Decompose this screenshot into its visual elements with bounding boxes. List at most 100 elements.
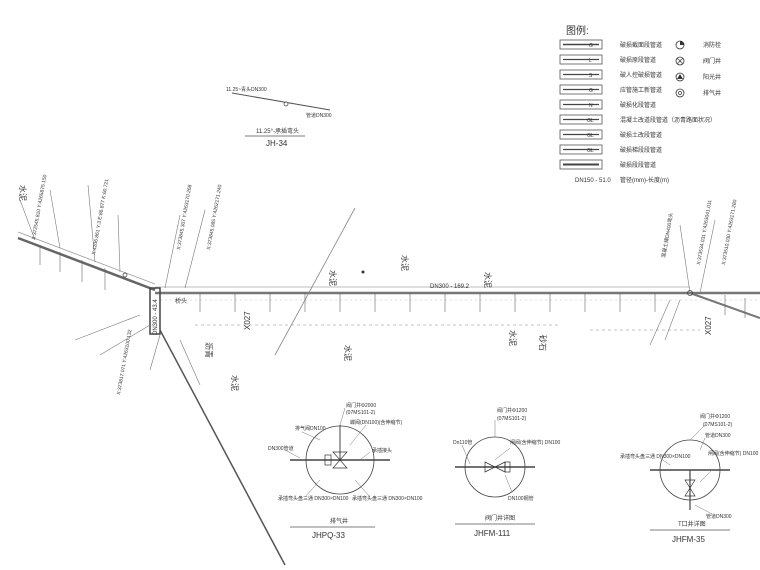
svg-text:闸阀(含伸缩节) DN100: 闸阀(含伸缩节) DN100 <box>708 450 759 457</box>
legend-item: G 应管施工新管道 <box>559 84 662 95</box>
anno-right: 混凝土铺DN400弯头 <box>660 212 675 258</box>
jh34-mid-label: 11.25°-承插弯头 <box>256 127 299 135</box>
hydrant-icon <box>675 40 685 50</box>
coord-label-mid2: X:373845.085 Y:4262171.240 <box>206 184 223 250</box>
legend-item-label: 破损梯段段管道 <box>620 146 662 154</box>
surface-label: 水泥 <box>18 185 28 201</box>
svg-text:L: L <box>589 58 592 64</box>
gate-valve-icon <box>684 479 696 497</box>
svg-text:阀门井Φ2000: 阀门井Φ2000 <box>346 402 376 409</box>
detail-caption: 排气井 <box>330 517 348 525</box>
legend-item: 破损段段管道 <box>559 159 656 170</box>
symbol-label: 排气井 <box>703 89 721 97</box>
jh34-title: JH-34 <box>266 139 288 148</box>
legend-item: S 破人控破损管道 <box>559 69 662 80</box>
detail-title: JHFM-111 <box>474 529 511 538</box>
surface-label: 水泥 <box>483 272 493 288</box>
surface-label: 水泥 <box>230 375 240 391</box>
legend-item-label: 破损原段管道 <box>620 56 656 64</box>
legend-item-label: 应管施工新管道 <box>620 86 662 94</box>
detail-caption: T口井详图 <box>678 520 706 528</box>
svg-text:阀门井Φ1200: 阀门井Φ1200 <box>497 407 527 414</box>
legend-note: DN150 - 51.0 <box>575 178 611 184</box>
valve-icon <box>675 56 685 66</box>
detail-title: JHPQ-33 <box>312 531 345 540</box>
legend-item: GL 破损土改段管道 <box>559 129 662 140</box>
detail-jhfm111: 阀门井Φ1200 (07MS101-2) 闸阀(含伸缩节) DN100 Dn11… <box>453 407 561 538</box>
svg-text:G: G <box>589 43 593 49</box>
coord-label-bottom: X:373817.071 Y:4263100.132 <box>116 329 133 395</box>
coord-label-left: X:4206.861 Y:3 E:86.877 K:60.721 <box>91 178 110 255</box>
svg-text:管道DN300: 管道DN300 <box>705 432 731 439</box>
coord-label-right: X:373534.031 Y:4263041.011 <box>696 199 713 265</box>
vertical-pipe-label: DN300 - 43.4 <box>153 299 159 335</box>
detail-jhpq33: 阀门井Φ2000 (07MS101-2) 排气阀DN100 蝶阀(DN100)(… <box>268 402 423 540</box>
svg-text:GL: GL <box>587 133 594 139</box>
symbol-label: 阳光井 <box>703 73 721 81</box>
svg-text:承插接头: 承插接头 <box>372 447 392 454</box>
main-pipe-label: DN300 - 169.2 <box>430 284 470 290</box>
jh34-right-label: 管道DN300 <box>306 112 332 119</box>
surface-label: 水泥 <box>343 345 353 361</box>
svg-text:GL: GL <box>587 148 594 154</box>
detail-jh34: 11.25~青头DN300 管道DN300 11.25°-承插弯头 JH-34 <box>226 86 332 148</box>
surface-label: 砂石 <box>538 335 548 351</box>
svg-text:闸阀(含伸缩节) DN100: 闸阀(含伸缩节) DN100 <box>510 439 561 446</box>
svg-text:GL: GL <box>587 118 594 124</box>
svg-text:承插弯头盘三通 DN300×DN100: 承插弯头盘三通 DN300×DN100 <box>278 495 349 502</box>
legend-title: 图例: <box>566 24 589 37</box>
legend-symbols: 消防栓 阀门井 阳光井 排气井 <box>675 40 721 98</box>
legend-item-label: 破损段段管道 <box>620 161 656 169</box>
legend-item-label: 破损化段管道 <box>620 101 656 109</box>
coord-label-mid: X:373845.307 Y:4263170.268 <box>176 184 193 250</box>
svg-text:S: S <box>589 73 593 79</box>
legend-item-label: 破人控破损管道 <box>620 71 662 79</box>
svg-text:(07MS101-2): (07MS101-2) <box>346 410 376 416</box>
legend-item: G 破损截面段管道 <box>559 39 662 50</box>
legend-item-label: 破损截面段管道 <box>620 41 662 49</box>
svg-text:Dn110管: Dn110管 <box>453 439 472 446</box>
svg-text:DN300管道: DN300管道 <box>268 445 294 452</box>
svg-text:(07MS101-2): (07MS101-2) <box>497 416 527 422</box>
legend-line-items: G 破损截面段管道 L 破损原段管道 S 破人控破损管道 G 应管施工新管道 <box>559 39 716 170</box>
symbol-label: 阀门井 <box>703 57 721 65</box>
flange-icon <box>324 454 332 466</box>
jh34-top-label: 11.25~青头DN300 <box>226 86 267 93</box>
road-name-right: X027 <box>704 316 713 335</box>
svg-text:N: N <box>589 103 593 109</box>
legend-item: GL 混凝土改道段管道（沥青路面状况） <box>559 114 716 125</box>
bridge-label: 桥头 <box>175 297 187 305</box>
legend-item-label: 破损土改段管道 <box>620 131 662 139</box>
meter-icon <box>675 72 685 82</box>
svg-text:(07MS101-2): (07MS101-2) <box>703 422 733 428</box>
detail-caption: 阀门井详图 <box>485 514 515 522</box>
valve-icon <box>687 290 693 296</box>
legend-item: L 破损原段管道 <box>559 54 656 65</box>
legend-item: GL 破损梯段段管道 <box>559 144 662 155</box>
detail-title: JHFM-35 <box>672 535 705 544</box>
road-name: X027 <box>243 311 252 330</box>
valve-icon <box>122 272 128 278</box>
svg-text:排气阀DN100: 排气阀DN100 <box>295 425 326 432</box>
svg-text:阀门井Φ1200: 阀门井Φ1200 <box>700 413 730 420</box>
main-pipeline: DN300 - 43.4 DN300 - 169.2 X027 X027 桥头 <box>17 174 760 566</box>
fitting-icon <box>361 270 365 274</box>
svg-text:承插弯头盘三通 DN300×DN100: 承插弯头盘三通 DN300×DN100 <box>352 495 423 502</box>
surface-label: 沥青 <box>204 342 214 358</box>
legend-item-label: 混凝土改道段管道（沥青路面状况） <box>620 116 716 124</box>
surface-label: 水泥 <box>400 255 410 271</box>
legend: 图例: G 破损截面段管道 L 破损原段管道 S 破人控破损管道 <box>559 24 721 184</box>
legend-note-unit: 管径(mm)-长度(m) <box>620 176 669 184</box>
svg-text:蝶阀(DN100)(含伸缩节): 蝶阀(DN100)(含伸缩节) <box>350 419 403 426</box>
legend-item: N 破损化段管道 <box>559 99 656 110</box>
air-valve-icon <box>675 88 685 98</box>
svg-text:DN100钢管: DN100钢管 <box>508 495 534 502</box>
surface-label: 水泥 <box>328 270 338 286</box>
svg-text:承插弯头盘三通 DN300×DN100: 承插弯头盘三通 DN300×DN100 <box>620 453 691 460</box>
svg-text:管道DN300: 管道DN300 <box>706 513 732 520</box>
surface-label: 水泥 <box>508 330 518 346</box>
symbol-label: 消防栓 <box>703 41 721 49</box>
svg-text:G: G <box>589 88 593 94</box>
coord-label-left-top: X:372545.810 Y:4265875.150 <box>31 174 48 240</box>
